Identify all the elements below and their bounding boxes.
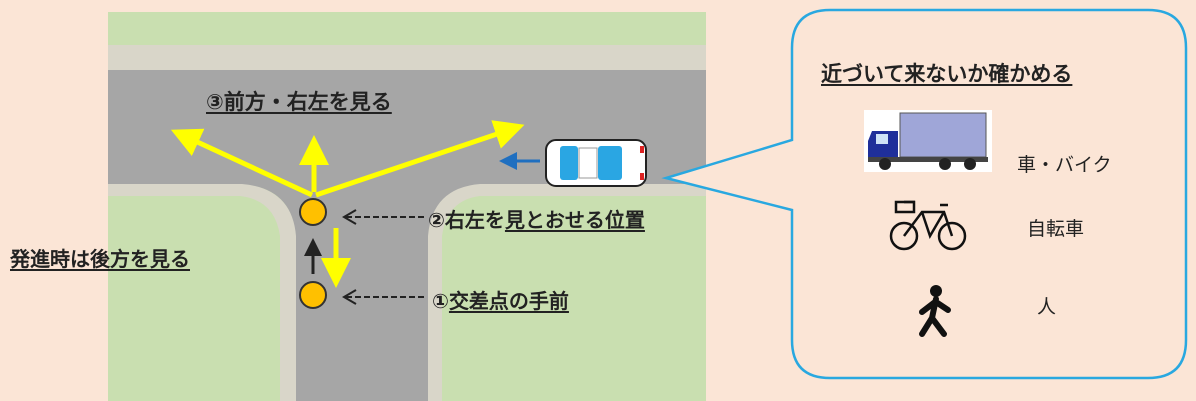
speech-bubble bbox=[661, 8, 1188, 380]
pedestrian-icon bbox=[919, 285, 951, 337]
sidewalk-top bbox=[108, 45, 706, 71]
step2-prefix: ②右左を bbox=[428, 208, 505, 232]
arrow-left bbox=[170, 128, 314, 198]
bubble-item-person: 人 bbox=[1037, 296, 1057, 318]
pointer-arrow-2 bbox=[342, 209, 424, 225]
bubble-item-bicycle: 自転車 bbox=[1027, 218, 1085, 240]
sidewalk-bottom-right bbox=[426, 184, 706, 401]
step1-label: ①交差点の手前 bbox=[432, 285, 569, 314]
step1-prefix: ① bbox=[432, 289, 449, 313]
start-note-label: 発進時は後方を見る bbox=[10, 247, 190, 271]
bicycle-icon bbox=[889, 200, 967, 251]
step3-label: ③前方・右左を見る bbox=[206, 90, 392, 114]
bubble-title: 近づいて来ないか確かめる bbox=[821, 62, 1073, 86]
arrow-right bbox=[315, 120, 525, 198]
car-icon bbox=[545, 139, 647, 187]
bubble-item-vehicle: 車・バイク bbox=[1017, 154, 1112, 176]
position-marker-2 bbox=[299, 198, 327, 226]
step2-underlined: 見とおせる位置 bbox=[504, 208, 645, 232]
truck-icon bbox=[864, 110, 992, 172]
position-marker-1 bbox=[299, 281, 327, 309]
step1-underlined: 交差点の手前 bbox=[448, 289, 569, 313]
sidewalk-bottom bbox=[108, 184, 296, 401]
pointer-arrow-1 bbox=[342, 289, 424, 305]
step2-label: ②右左を見とおせる位置 bbox=[428, 204, 645, 233]
